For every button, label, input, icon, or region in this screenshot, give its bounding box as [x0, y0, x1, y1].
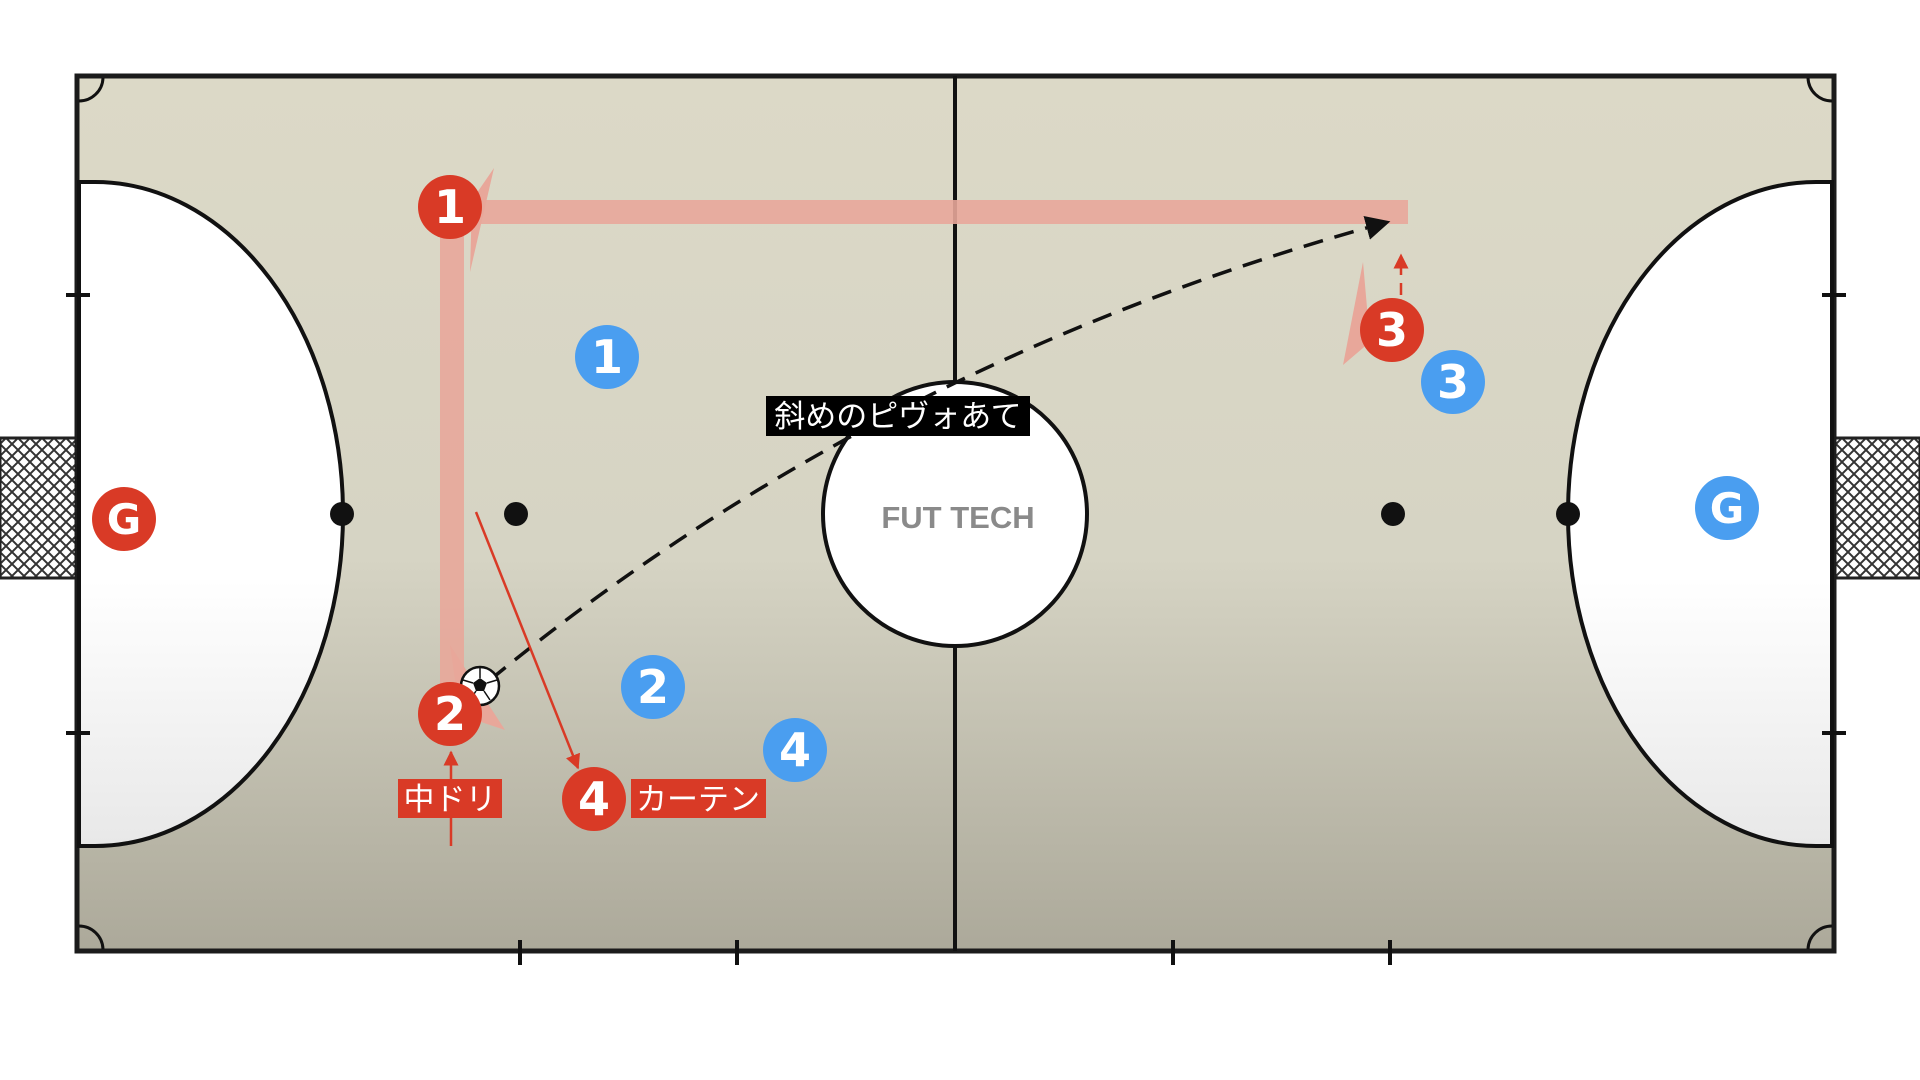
goalkeeper-label: G	[107, 495, 141, 544]
red-player-3: 3	[1360, 298, 1424, 362]
dribble-label-text: 中ドリ	[404, 782, 497, 818]
player-number: 4	[578, 772, 610, 826]
player-number: 1	[434, 180, 466, 234]
red-player-4: 4	[562, 767, 626, 831]
player-number: 2	[637, 660, 669, 714]
run-path-arrowhead-up	[470, 168, 494, 272]
red-player-1: 1	[418, 175, 482, 239]
curtain-label: カーテン	[631, 779, 766, 818]
penalty-spot-right	[1556, 502, 1580, 526]
court-tick-marks	[66, 293, 1846, 965]
player-number: 3	[1437, 355, 1469, 409]
goal-net-left	[0, 436, 79, 580]
pass-line	[488, 215, 1391, 682]
player-number: 2	[434, 687, 466, 741]
player-number: 4	[779, 723, 811, 777]
goalkeeper-left: G	[92, 487, 156, 551]
blue-player-1: 1	[575, 325, 639, 389]
second-penalty-spot-left	[504, 502, 528, 526]
penalty-spot-left	[330, 502, 354, 526]
player-number: 3	[1376, 303, 1408, 357]
blue-player-4: 4	[763, 718, 827, 782]
dribble-label: 中ドリ	[398, 779, 502, 818]
corner-arc-bottom-right	[1806, 924, 1833, 950]
court-logo: FUT TECH	[881, 500, 1034, 535]
goal-net-right	[1832, 436, 1920, 580]
goalkeeper-right: G	[1695, 476, 1759, 540]
red-player-2: 2	[418, 682, 482, 746]
blue-player-3: 3	[1421, 350, 1485, 414]
second-penalty-spot-right	[1381, 502, 1405, 526]
blue-player-2: 2	[621, 655, 685, 719]
pass-caption: 斜めのピヴォあて	[766, 396, 1030, 436]
player-number: 1	[591, 330, 623, 384]
goal-net-icon	[1832, 436, 1920, 580]
curtain-run-arrow	[474, 511, 580, 770]
pass-caption-text: 斜めのピヴォあて	[774, 399, 1021, 435]
curtain-label-text: カーテン	[636, 782, 760, 818]
corner-arc-bottom-left	[78, 924, 105, 950]
goalkeeper-label: G	[1710, 484, 1744, 533]
goal-net-icon	[0, 436, 79, 580]
corner-arc-top-left	[78, 77, 105, 103]
corner-arc-top-right	[1806, 77, 1833, 103]
